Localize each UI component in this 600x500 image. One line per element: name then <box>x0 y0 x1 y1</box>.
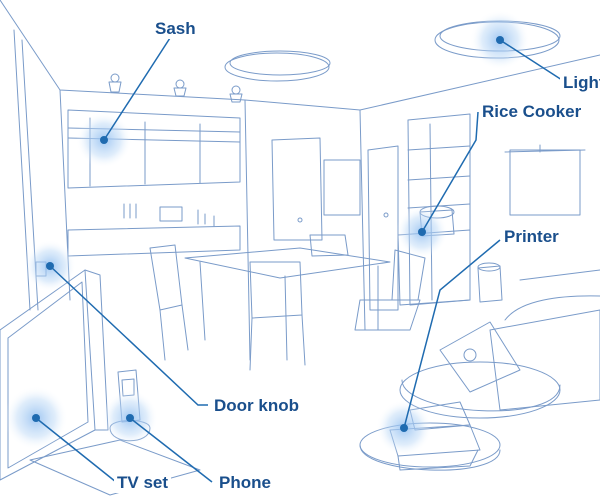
sash-callout-line <box>103 37 171 141</box>
printer-callout-line <box>403 239 501 429</box>
rice-cooker-label: Rice Cooker <box>479 102 585 122</box>
callout-lines <box>35 37 563 483</box>
phone-marker <box>126 414 134 422</box>
door-knob-marker <box>46 262 54 270</box>
tv-set-marker <box>32 414 40 422</box>
tv-set-label: TV set <box>114 473 172 493</box>
phone-label: Phone <box>216 473 274 493</box>
phone-callout-line <box>129 417 213 483</box>
marker-dots <box>32 36 504 432</box>
rice-cooker-callout-line <box>421 111 479 233</box>
tv-set-callout-line <box>35 417 117 483</box>
rice-cooker-marker <box>418 228 426 236</box>
light-callout-line <box>499 39 563 81</box>
highlight-glows <box>4 10 530 456</box>
door-knob-callout-line <box>49 265 208 406</box>
sash-label: Sash <box>152 19 199 39</box>
printer-marker <box>400 424 408 432</box>
sash-marker <box>100 136 108 144</box>
light-label: Light <box>560 73 600 93</box>
door-knob-label: Door knob <box>211 396 302 416</box>
light-marker <box>496 36 504 44</box>
printer-label: Printer <box>501 227 562 247</box>
